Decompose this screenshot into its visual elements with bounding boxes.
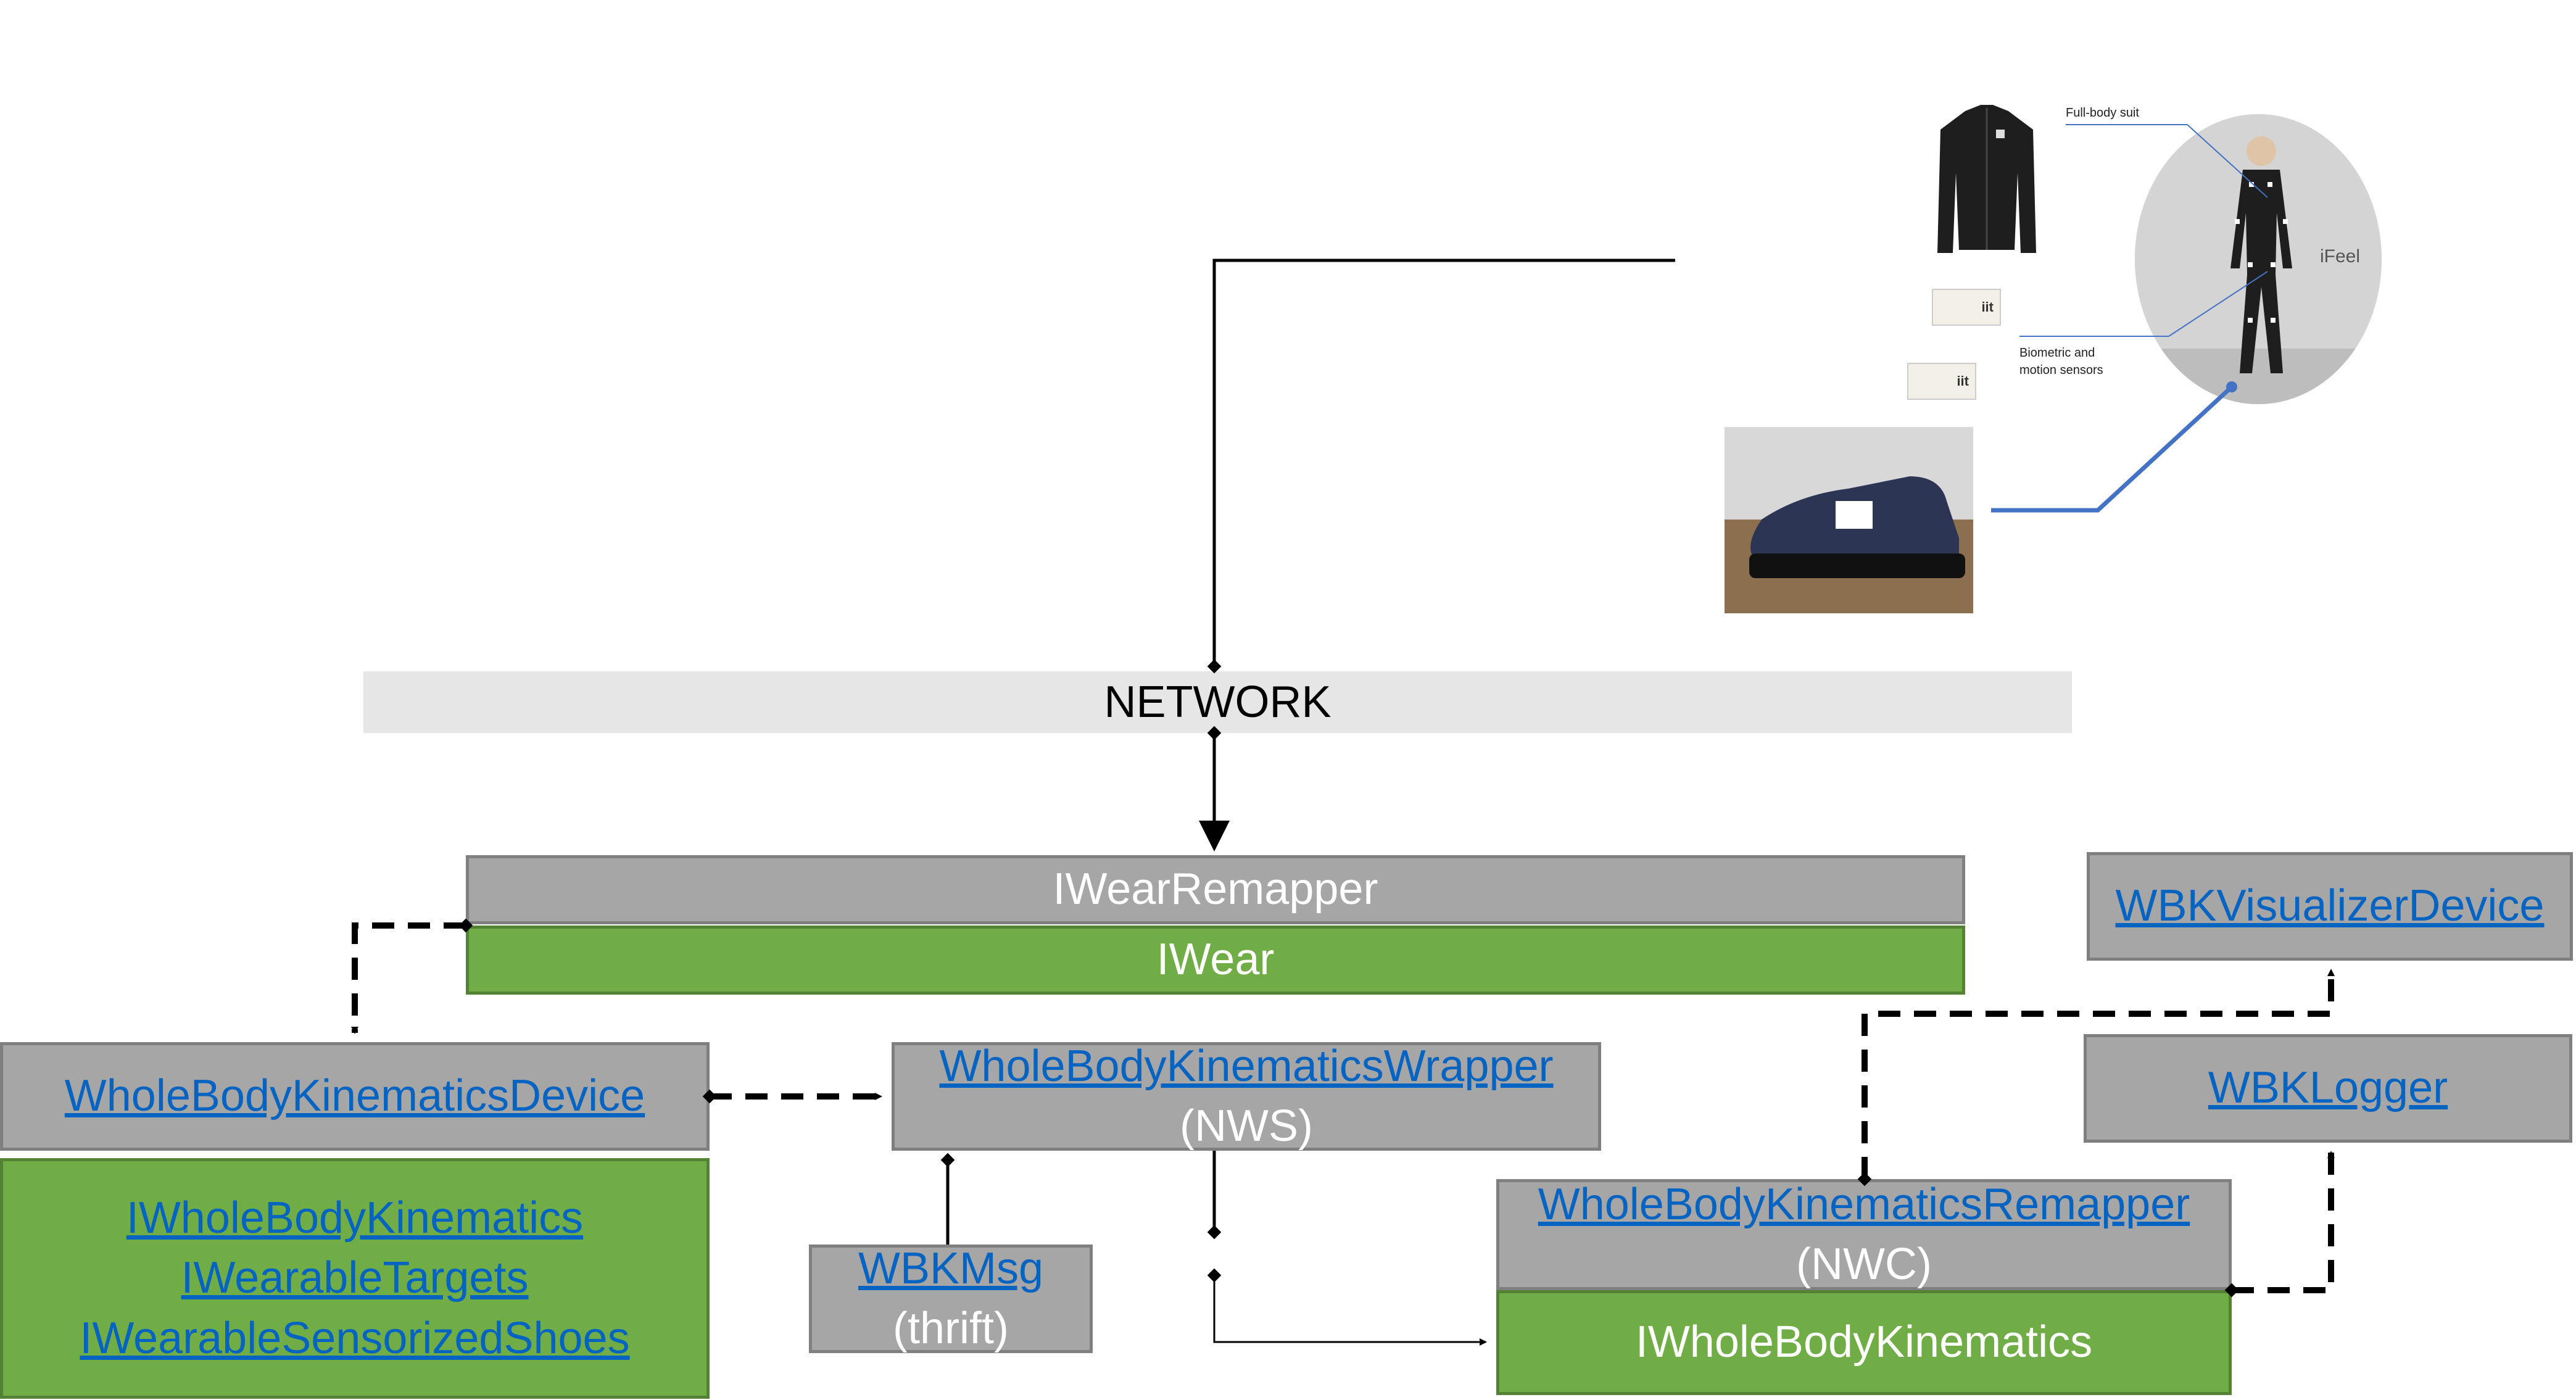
wbk-device-interfaces-box: IWholeBodyKinematics IWearableTargets IW… (0, 1158, 710, 1399)
wbk-remapper-sub: (NWC) (1796, 1240, 1932, 1289)
interface-link-iwholebodykinematics[interactable]: IWholeBodyKinematics (126, 1193, 584, 1243)
iwear-remapper-box: IWearRemapper (466, 855, 1965, 924)
wbk-remapper-link[interactable]: WholeBodyKinematicsRemapper (1538, 1179, 2190, 1229)
network-label: NETWORK (1104, 677, 1331, 727)
hardware-illustration: Full-body suit iFeel iit iit Biometric a… (1725, 93, 2397, 617)
ifeel-brand-text: iFeel (2320, 246, 2360, 267)
iwear-label: IWear (1156, 935, 1275, 985)
sensor-brand-2: iit (1957, 373, 1969, 389)
suit-label: Full-body suit (2066, 106, 2139, 120)
wbk-device-link[interactable]: WholeBodyKinematicsDevice (64, 1071, 645, 1121)
sensor-brand-1: iit (1981, 299, 1994, 315)
shoe-icon (1725, 427, 1973, 613)
wbk-wrapper-box: WholeBodyKinematicsWrapper (NWS) (892, 1042, 1601, 1151)
wbk-logger-box: WBKLogger (2084, 1034, 2572, 1143)
interface-link-iwearabletargets[interactable]: IWearableTargets (181, 1253, 529, 1303)
wbk-msg-sub: (thrift) (893, 1304, 1009, 1353)
wbk-visualizer-box: WBKVisualizerDevice (2087, 852, 2573, 961)
sensors-label-line-1: Biometric and (2019, 346, 2095, 360)
iwbk-box: IWholeBodyKinematics (1496, 1290, 2232, 1395)
wbk-msg-box: WBKMsg (thrift) (809, 1244, 1093, 1353)
iwear-box: IWear (466, 926, 1965, 995)
wbk-logger-link[interactable]: WBKLogger (2208, 1063, 2448, 1113)
wbk-msg-link[interactable]: WBKMsg (858, 1243, 1044, 1293)
sensor-module-2: iit (1907, 363, 1976, 400)
wbk-remapper-box: WholeBodyKinematicsRemapper (NWC) (1496, 1179, 2232, 1290)
iwbk-label: IWholeBodyKinematics (1635, 1317, 2093, 1367)
sensors-label: Biometric and motion sensors (2019, 344, 2103, 379)
sensors-label-line-2: motion sensors (2019, 363, 2103, 377)
suit-jacket-icon (1937, 105, 2036, 253)
network-band: NETWORK (363, 671, 2072, 733)
wbk-device-box: WholeBodyKinematicsDevice (0, 1042, 710, 1151)
wbk-wrapper-link[interactable]: WholeBodyKinematicsWrapper (939, 1041, 1554, 1091)
wbk-wrapper-sub: (NWS) (1180, 1101, 1313, 1151)
interface-link-iwearablesensorizedshoes[interactable]: IWearableSensorizedShoes (80, 1313, 630, 1363)
sensor-module-1: iit (1932, 289, 2001, 326)
shoe-photo (1725, 427, 1973, 613)
wbk-visualizer-link[interactable]: WBKVisualizerDevice (2115, 881, 2545, 931)
person-photo: iFeel (2135, 114, 2382, 404)
callout-lines (1991, 124, 2268, 513)
iwear-remapper-label: IWearRemapper (1053, 864, 1378, 914)
